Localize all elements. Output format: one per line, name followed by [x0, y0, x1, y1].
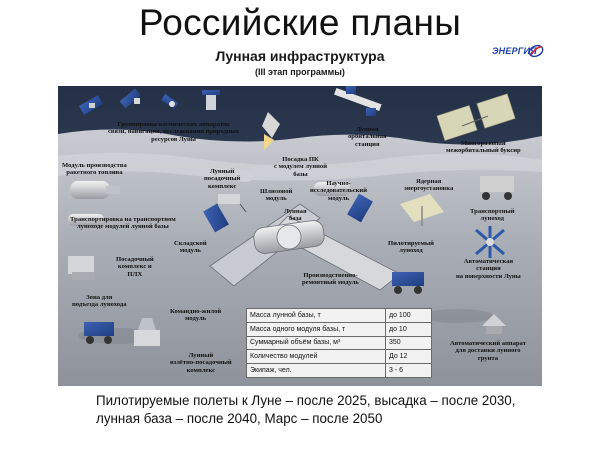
label-landing-complex: Лунный посадочный комплекс — [204, 168, 240, 190]
label-text: Многоразовый межорбитальный буксир — [446, 140, 521, 155]
label-text: Командно-жилой модуль — [170, 308, 222, 323]
label-auto-station: Автоматическая станция на поверхности Лу… — [456, 258, 521, 280]
program-stage: (III этап программы) — [255, 67, 345, 77]
rover-zone-vehicle-icon — [84, 322, 114, 344]
label-text: Транспортный луноход — [470, 208, 515, 223]
interorbital-tug-icon — [436, 93, 516, 141]
label-orbital-station: Лунная орбитальная станция — [348, 126, 387, 148]
label-fuel-module: Модуль производства ракетного топлива — [62, 162, 127, 177]
value-cell: до 100 — [385, 308, 432, 323]
label-crewed-rover: Пилотируемый луноход — [388, 240, 434, 255]
automatic-station-icon — [475, 226, 505, 258]
label-auto-return: Автоматический аппарат для доставки лунн… — [450, 340, 526, 362]
value-cell: до 10 — [385, 321, 432, 337]
label-tug: Многоразовый межорбитальный буксир — [446, 140, 521, 155]
satellite-3-icon — [161, 93, 179, 109]
logo-text: ЭНЕРГИЯ — [492, 46, 537, 56]
value-cell: До 12 — [385, 349, 432, 365]
label-text: Научно- исследовательский модуль — [310, 180, 368, 202]
label-text: Лунная орбитальная станция — [348, 126, 387, 148]
param-cell: Масса лунной базы, т — [246, 308, 386, 323]
label-rover-zone: Зона для подъезда лунохода — [72, 294, 127, 309]
orbital-station-icon — [334, 86, 382, 116]
lander-pld-icon — [68, 256, 94, 280]
param-cell: Масса одного модуля базы, т — [246, 321, 386, 337]
crewed-rover-icon — [392, 272, 424, 294]
label-satellites: Группировка космических аппаратов связи,… — [108, 121, 239, 143]
label-landing-pk: Посадка ПК с модулем лунной базы — [274, 156, 327, 178]
label-text: Ядерная энергоустановка — [404, 178, 454, 193]
label-text: Пилотируемый луноход — [388, 240, 434, 255]
label-command-module: Командно-жилой модуль — [170, 308, 221, 323]
label-text: Лунный взлётно-посадочный комплекс — [170, 352, 232, 374]
label-nuclear-power: Ядерная энергоустановка — [404, 178, 453, 193]
label-text: Производственно- ремонтный модуль — [302, 272, 359, 287]
label-text: Складской модуль — [174, 240, 207, 255]
table-row: Экипаж, чел.3 - 6 — [246, 363, 432, 378]
satellite-1-icon — [78, 95, 104, 115]
timeline-caption: Пилотируемые полеты к Луне – после 2025,… — [96, 392, 566, 428]
page-title: Российские планы — [138, 2, 462, 43]
label-lander-pld: Посадочный комплекс и ПЛХ — [116, 256, 154, 278]
transport-rover-icon — [480, 176, 514, 200]
ascent-complex-icon — [134, 318, 160, 346]
sample-return-probe-icon — [482, 314, 506, 334]
logo-swoosh-icon — [528, 44, 544, 58]
satellite-4-icon — [202, 90, 220, 110]
page-subtitle: Лунная инфраструктура — [215, 48, 385, 64]
label-text: Шлюзовой модуль — [260, 188, 293, 203]
label-text: Посадочный комплекс и ПЛХ — [116, 256, 154, 278]
label-production-module: Производственно- ремонтный модуль — [302, 272, 359, 287]
landing-pk-icon — [234, 170, 254, 182]
label-warehouse: Складской модуль — [174, 240, 207, 255]
value-cell: 3 - 6 — [385, 363, 432, 378]
energia-logo: ЭНЕРГИЯ — [492, 43, 544, 63]
caption-line-2: лунная база – после 2040, Марс – после 2… — [96, 411, 383, 426]
param-cell: Экипаж, чел. — [246, 363, 386, 378]
label-text: Транспортировка на транспортном луноходе… — [70, 216, 176, 231]
satellite-2-icon — [119, 88, 141, 109]
research-module-icon — [314, 182, 350, 196]
label-text: Модуль производства ракетного топлива — [62, 162, 127, 177]
label-text: Группировка космических аппаратов связи,… — [108, 121, 240, 143]
label-transport-rover: Транспортный луноход — [470, 208, 515, 223]
label-text: Лунная база — [284, 208, 307, 223]
value-cell: 350 — [385, 335, 432, 351]
label-lunar-base: Лунная база — [284, 208, 307, 223]
param-cell: Суммарный объём базы, м³ — [246, 335, 386, 351]
param-cell: Количество модулей — [246, 349, 386, 365]
label-airlock: Шлюзовой модуль — [260, 188, 292, 203]
module-transport-icon — [68, 214, 104, 226]
caption-line-1: Пилотируемые полеты к Луне – после 2025,… — [96, 393, 516, 408]
lunar-infrastructure-scene: Группировка космических аппаратов связи,… — [58, 86, 542, 386]
nuclear-power-unit-icon — [400, 194, 444, 226]
label-text: Зона для подъезда лунохода — [72, 294, 127, 309]
label-module-transport: Транспортировка на транспортном луноходе… — [70, 216, 176, 231]
label-ascent-complex: Лунный взлётно-посадочный комплекс — [170, 352, 232, 374]
fuel-production-module-icon — [70, 181, 120, 199]
label-text: Автоматический аппарат для доставки лунн… — [450, 340, 526, 362]
label-text: Автоматическая станция на поверхности Лу… — [456, 258, 521, 280]
lunar-base-icon — [203, 193, 401, 291]
label-research-module: Научно- исследовательский модуль — [310, 180, 367, 202]
label-text: Посадка ПК с модулем лунной базы — [274, 156, 328, 178]
descending-lander-icon — [262, 112, 280, 150]
label-text: Лунный посадочный комплекс — [204, 168, 241, 190]
